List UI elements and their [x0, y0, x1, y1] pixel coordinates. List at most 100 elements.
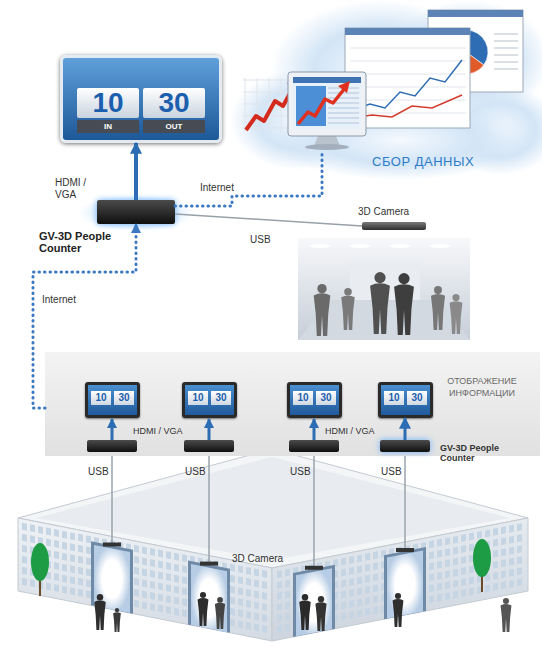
- window: [413, 565, 418, 573]
- window: [333, 570, 338, 578]
- window: [158, 594, 163, 602]
- window: [158, 572, 163, 580]
- window: [54, 573, 59, 581]
- window: [54, 551, 59, 559]
- window: [493, 561, 498, 569]
- window: [317, 573, 322, 581]
- window: [485, 529, 490, 537]
- person-body: [94, 600, 106, 630]
- window: [222, 606, 227, 614]
- window: [285, 568, 290, 576]
- window: [70, 554, 75, 562]
- building-wall: [272, 518, 528, 641]
- window: [485, 540, 490, 548]
- window: [301, 609, 306, 617]
- window: [46, 550, 51, 558]
- table-line: [328, 93, 359, 94]
- grid-line: [350, 61, 466, 62]
- entrance-door: [191, 564, 227, 632]
- window: [126, 587, 131, 595]
- window: [70, 565, 75, 573]
- window: [86, 568, 91, 576]
- window: [325, 605, 330, 613]
- window: [206, 559, 211, 567]
- person-head: [200, 592, 206, 598]
- port-label: HDMI / VGA: [325, 426, 397, 436]
- entrance-door: [387, 551, 423, 619]
- people-counter-device: [289, 440, 339, 452]
- window: [22, 534, 27, 542]
- window: [365, 564, 370, 572]
- window: [349, 611, 354, 619]
- window: [285, 612, 290, 620]
- window: [110, 595, 115, 603]
- window: [206, 581, 211, 589]
- people-counter-device: GV-3D People Counter: [97, 200, 175, 224]
- window: [198, 557, 203, 565]
- window: [190, 611, 195, 619]
- device-label: GV-3D People Counter: [440, 444, 518, 464]
- window: [118, 586, 123, 594]
- building-roof: [18, 449, 528, 568]
- person-head: [452, 294, 459, 301]
- device-glow: [78, 195, 194, 231]
- window: [214, 605, 219, 613]
- monitor-stand: [314, 136, 340, 146]
- in-count: 10: [91, 391, 111, 405]
- usb-cable: [404, 452, 406, 550]
- pie-slice: [466, 30, 488, 65]
- window: [381, 594, 386, 602]
- window: [38, 559, 43, 567]
- window: [509, 558, 514, 566]
- window: [285, 579, 290, 587]
- window: [222, 584, 227, 592]
- entrance-door: [94, 545, 130, 613]
- window: [238, 609, 243, 617]
- window: [142, 601, 147, 609]
- window: [110, 551, 115, 559]
- window: [158, 550, 163, 558]
- out-count: 30: [316, 391, 336, 405]
- window: [429, 573, 434, 581]
- window: [110, 540, 115, 548]
- window: [373, 595, 378, 603]
- usb-cable: [208, 452, 210, 564]
- edge-label: USB: [250, 234, 280, 246]
- cloud: [270, 0, 490, 140]
- table-line: [328, 118, 359, 119]
- hdmi-arrow: [313, 419, 316, 440]
- trend-arrow-head: [338, 81, 350, 93]
- people-counter-device: GV-3D People Counter: [380, 440, 430, 452]
- window: [349, 589, 354, 597]
- window: [301, 565, 306, 573]
- window: [238, 587, 243, 595]
- window: [94, 570, 99, 578]
- window: [509, 536, 514, 544]
- window: [453, 580, 458, 588]
- window: [349, 567, 354, 575]
- person-body: [314, 293, 331, 336]
- window: [174, 597, 179, 605]
- window: [238, 620, 243, 628]
- window: [46, 528, 51, 536]
- screen-header: [293, 77, 361, 83]
- window: [142, 546, 147, 554]
- window: [429, 562, 434, 570]
- door-frame: [91, 541, 133, 613]
- window: [206, 570, 211, 578]
- window: [110, 573, 115, 581]
- window: [30, 579, 35, 587]
- window: [62, 586, 67, 594]
- window: [142, 557, 147, 565]
- window: [206, 603, 211, 611]
- table-line: [328, 103, 359, 104]
- window: [309, 608, 314, 616]
- window: [38, 537, 43, 545]
- port-label: USB: [290, 466, 314, 478]
- window: [142, 568, 147, 576]
- hdmi-arrow: [404, 418, 407, 440]
- window: [301, 620, 306, 628]
- person-body: [299, 600, 311, 630]
- window: [134, 545, 139, 553]
- window: [469, 544, 474, 552]
